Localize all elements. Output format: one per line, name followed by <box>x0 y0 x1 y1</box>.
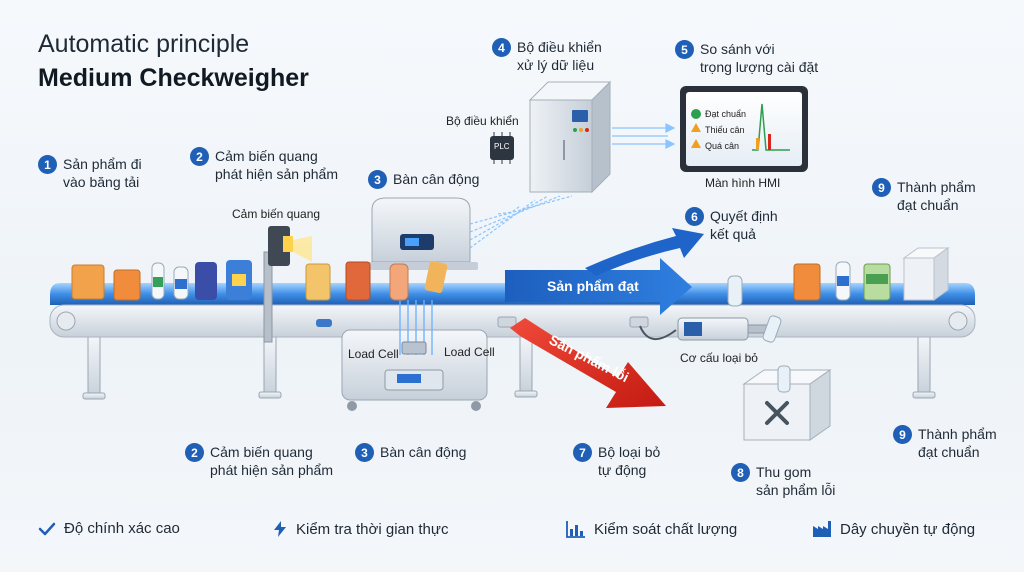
step-3-top: 3 Bàn cân động <box>368 170 479 189</box>
hmi-item-overweight: Quá cân <box>705 141 740 151</box>
step-text: Quyết định kết quả <box>710 208 778 242</box>
step-3-bottom: 3 Bàn cân động <box>355 443 466 462</box>
signal-lines-hmi <box>612 123 676 149</box>
step-number: 2 <box>185 443 204 462</box>
step-9-top: 9 Thành phẩm đạt chuẩn <box>872 178 976 214</box>
lightning-icon <box>274 521 286 537</box>
optical-sensor <box>263 226 312 343</box>
step-number: 8 <box>731 463 750 482</box>
step-number: 9 <box>893 425 912 444</box>
load-cell-left-label: Load Cell <box>348 347 399 361</box>
fail-arrow <box>510 318 666 408</box>
step-text: Cảm biến quang phát hiện sản phẩm <box>210 444 333 478</box>
footer-item-quality: Kiểm soát chất lượng <box>566 520 737 538</box>
pass-arrow-label: Sản phẩm đạt <box>547 278 639 294</box>
hmi-item-underweight: Thiếu cân <box>705 125 745 135</box>
step-number: 9 <box>872 178 891 197</box>
step-number: 4 <box>492 38 511 57</box>
optical-sensor-label: Cảm biến quang <box>232 207 321 221</box>
factory-icon <box>813 521 831 537</box>
step-text: Bàn cân động <box>380 444 467 460</box>
weighing-hood <box>364 197 478 270</box>
step-2-top: 2 Cảm biến quang phát hiện sản phẩm <box>190 147 338 183</box>
footer-label: Độ chính xác cao <box>64 520 180 537</box>
conveyor-legs <box>82 334 936 400</box>
step-1: 1 Sản phẩm đi vào băng tải <box>38 155 142 191</box>
step-text: So sánh với trọng lượng cài đặt <box>700 41 819 75</box>
footer-item-accuracy: Độ chính xác cao <box>38 520 180 537</box>
pass-arrow <box>505 228 704 315</box>
products-passed <box>727 247 950 307</box>
footer-label: Kiểm tra thời gian thực <box>296 520 449 538</box>
hmi-item-pass: Đạt chuẩn <box>705 109 747 119</box>
bar-chart-icon <box>566 521 585 538</box>
step-text: Thu gom sản phẩm lỗi <box>756 464 836 498</box>
check-icon <box>38 522 56 535</box>
step-6: 6 Quyết định kết quả <box>685 207 778 243</box>
step-5: 5 So sánh với trọng lượng cài đặt <box>675 40 818 76</box>
step-text: Sản phẩm đi vào băng tải <box>63 156 142 190</box>
step-number: 3 <box>355 443 374 462</box>
hmi-label: Màn hình HMI <box>705 176 781 190</box>
step-number: 7 <box>573 443 592 462</box>
step-2-bottom: 2 Cảm biến quang phát hiện sản phẩm <box>185 443 333 479</box>
diagram-title-line2: Medium Checkweigher <box>38 64 309 92</box>
products-incoming <box>71 260 448 301</box>
controller-label: Bộ điều khiển <box>446 114 519 128</box>
reject-bin <box>742 365 832 441</box>
step-text: Bàn cân động <box>393 171 480 187</box>
step-number: 3 <box>368 170 387 189</box>
step-text: Cảm biến quang phát hiện sản phẩm <box>215 148 338 182</box>
load-cell-right-label: Load Cell <box>444 345 495 359</box>
step-number: 2 <box>190 147 209 166</box>
step-text: Bộ điều khiển xử lý dữ liệu <box>517 39 602 73</box>
plc-label: PLC <box>494 142 510 151</box>
step-number: 1 <box>38 155 57 174</box>
footer-label: Dây chuyền tự động <box>840 520 976 538</box>
controller-cabinet <box>528 80 612 194</box>
step-8: 8 Thu gom sản phẩm lỗi <box>731 463 835 499</box>
weighing-table-base <box>341 300 488 411</box>
footer-label: Kiểm soát chất lượng <box>594 520 738 538</box>
step-text: Bộ loại bỏ tự động <box>598 444 661 478</box>
plc-chip <box>490 132 514 164</box>
diagram-title-line1: Automatic principle <box>38 30 250 58</box>
step-number: 5 <box>675 40 694 59</box>
footer-item-automation: Dây chuyền tự động <box>812 520 975 538</box>
step-number: 6 <box>685 207 704 226</box>
step-4: 4 Bộ điều khiển xử lý dữ liệu <box>492 38 602 74</box>
step-text: Thành phẩm đạt chuẩn <box>897 179 976 213</box>
footer-item-realtime: Kiểm tra thời gian thực <box>272 520 448 538</box>
step-7: 7 Bộ loại bỏ tự động <box>573 443 660 479</box>
step-text: Thành phẩm đạt chuẩn <box>918 426 997 460</box>
hmi-monitor <box>680 86 808 172</box>
signal-lines <box>469 195 573 249</box>
reject-pusher <box>639 315 782 343</box>
step-9-bottom: 9 Thành phẩm đạt chuẩn <box>893 425 997 461</box>
reject-mechanism-label: Cơ cấu loại bỏ <box>680 351 758 365</box>
